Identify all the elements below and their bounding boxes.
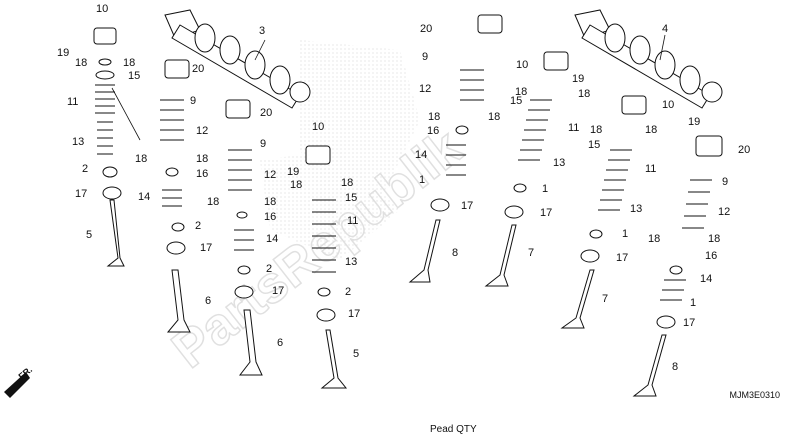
part-label-l20d: 20	[738, 144, 750, 156]
part-label-l15a: 15	[128, 70, 140, 82]
part-label-l18o: 18	[648, 233, 660, 245]
part-label-l13c: 13	[553, 157, 565, 169]
part-label-l19c: 19	[572, 73, 584, 85]
part-label-l16c: 16	[427, 125, 439, 137]
part-label-l10d: 10	[662, 99, 674, 111]
part-label-l7b: 7	[602, 293, 608, 305]
part-label-l17a: 17	[75, 188, 87, 200]
part-label-l17g: 17	[616, 252, 628, 264]
part-label-l2d: 2	[345, 286, 351, 298]
part-label-l17b: 17	[200, 242, 212, 254]
part-label-l19a: 19	[57, 47, 69, 59]
part-label-l17c: 17	[272, 285, 284, 297]
part-label-l12a: 12	[196, 125, 208, 137]
part-label-l9d: 9	[722, 176, 728, 188]
part-label-l18d: 18	[196, 153, 208, 165]
part-label-l14a: 14	[138, 191, 150, 203]
part-label-l11d: 11	[645, 163, 656, 175]
part-label-l10a: 10	[96, 3, 108, 15]
part-label-l8b: 8	[672, 361, 678, 373]
part-label-l16a: 16	[196, 168, 208, 180]
part-label-l2c: 2	[266, 263, 272, 275]
part-label-l15c: 15	[510, 95, 522, 107]
part-label-l11c: 11	[568, 122, 579, 134]
part-label-l13b: 13	[345, 256, 357, 268]
part-label-l13d: 13	[630, 203, 642, 215]
part-label-l15d: 15	[588, 139, 600, 151]
part-label-l1d: 1	[690, 297, 696, 309]
part-label-l17h: 17	[683, 317, 695, 329]
part-label-l1b: 1	[542, 183, 548, 195]
part-label-l14b: 14	[266, 233, 278, 245]
part-label-l15b: 15	[345, 192, 357, 204]
part-label-l17f: 17	[540, 207, 552, 219]
part-label-l20a: 20	[192, 63, 204, 75]
part-label-l20b: 20	[260, 107, 272, 119]
part-label-l18k: 18	[515, 86, 527, 98]
part-label-l18b: 18	[123, 57, 135, 69]
part-label-l18p: 18	[708, 233, 720, 245]
valve-stacks	[93, 14, 723, 397]
part-label-l18e: 18	[207, 196, 219, 208]
part-label-l18m: 18	[590, 124, 602, 136]
camshaft-exhaust	[574, 9, 723, 109]
diagram-code: MJM3E0310	[729, 390, 780, 400]
part-label-l18l: 18	[578, 88, 590, 100]
part-label-l14c: 14	[415, 149, 427, 161]
part-label-l9b: 9	[260, 138, 266, 150]
part-label-l10c: 10	[516, 59, 528, 71]
part-label-l4: 4	[662, 23, 668, 35]
part-label-l18j: 18	[488, 111, 500, 123]
part-label-l17e: 17	[461, 200, 473, 212]
front-arrow-icon	[4, 372, 30, 398]
part-label-l18a: 18	[75, 57, 87, 69]
part-label-l12b: 12	[264, 169, 276, 181]
part-label-l10b: 10	[312, 121, 324, 133]
part-label-l17d: 17	[348, 308, 360, 320]
part-label-l6a: 6	[205, 295, 211, 307]
footer-text: Pead QTY	[430, 424, 477, 435]
part-label-l18i: 18	[428, 111, 440, 123]
part-label-l18f: 18	[264, 196, 276, 208]
part-label-l19b: 19	[287, 166, 299, 178]
part-label-l9c: 9	[422, 51, 428, 63]
part-label-l1c: 1	[622, 228, 628, 240]
part-label-l19d: 19	[688, 116, 700, 128]
part-label-l7a: 7	[528, 247, 534, 259]
part-label-l11a: 11	[67, 96, 78, 108]
part-label-l18h: 18	[341, 177, 353, 189]
part-label-l16b: 16	[264, 211, 276, 223]
part-label-l5a: 5	[86, 229, 92, 241]
camshaft-intake	[164, 9, 311, 109]
part-label-l3: 3	[259, 25, 265, 37]
part-label-l5b: 5	[353, 348, 359, 360]
part-label-l1a: 1	[419, 174, 425, 186]
part-label-l6b: 6	[277, 337, 283, 349]
part-label-l20c: 20	[420, 23, 432, 35]
part-label-l18g: 18	[290, 179, 302, 191]
part-label-l14d: 14	[700, 273, 712, 285]
part-label-l18n: 18	[645, 124, 657, 136]
part-label-l8a: 8	[452, 247, 458, 259]
part-label-l2a: 2	[82, 163, 88, 175]
part-label-l16d: 16	[705, 250, 717, 262]
part-label-l2b: 2	[195, 220, 201, 232]
leader-lines	[111, 34, 666, 141]
part-label-l11b: 11	[347, 215, 358, 227]
part-label-l12d: 12	[718, 206, 730, 218]
part-label-l18c: 18	[135, 153, 147, 165]
part-label-l12c: 12	[419, 83, 431, 95]
part-label-l13a: 13	[72, 136, 84, 148]
part-label-l9a: 9	[190, 95, 196, 107]
